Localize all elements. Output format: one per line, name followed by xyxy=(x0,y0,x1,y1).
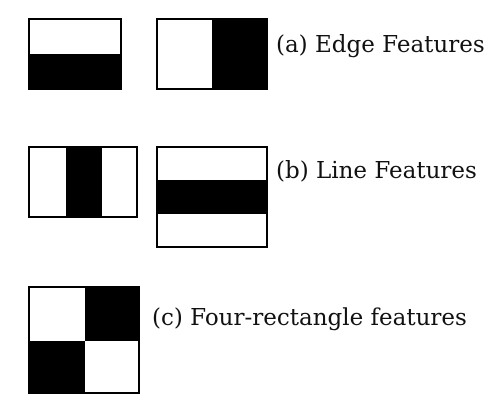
line-feature-vertical xyxy=(28,146,138,218)
edge-feature-horizontal-dark-half xyxy=(30,54,120,88)
caption-four-rectangle-features: (c) Four-rectangle features xyxy=(152,305,467,331)
edge-feature-vertical-dark-half xyxy=(212,20,266,88)
line-feature-vertical-dark-band xyxy=(66,148,102,216)
four-rectangle-feature-dark-bottom-left xyxy=(30,341,85,392)
four-rectangle-feature-dark-top-right xyxy=(85,288,138,341)
edge-feature-vertical xyxy=(156,18,268,90)
four-rectangle-feature xyxy=(28,286,140,394)
caption-line-features: (b) Line Features xyxy=(276,158,477,184)
caption-edge-features: (a) Edge Features xyxy=(276,32,485,58)
edge-feature-horizontal xyxy=(28,18,122,90)
line-feature-horizontal-dark-band xyxy=(158,180,266,214)
line-feature-horizontal xyxy=(156,146,268,248)
